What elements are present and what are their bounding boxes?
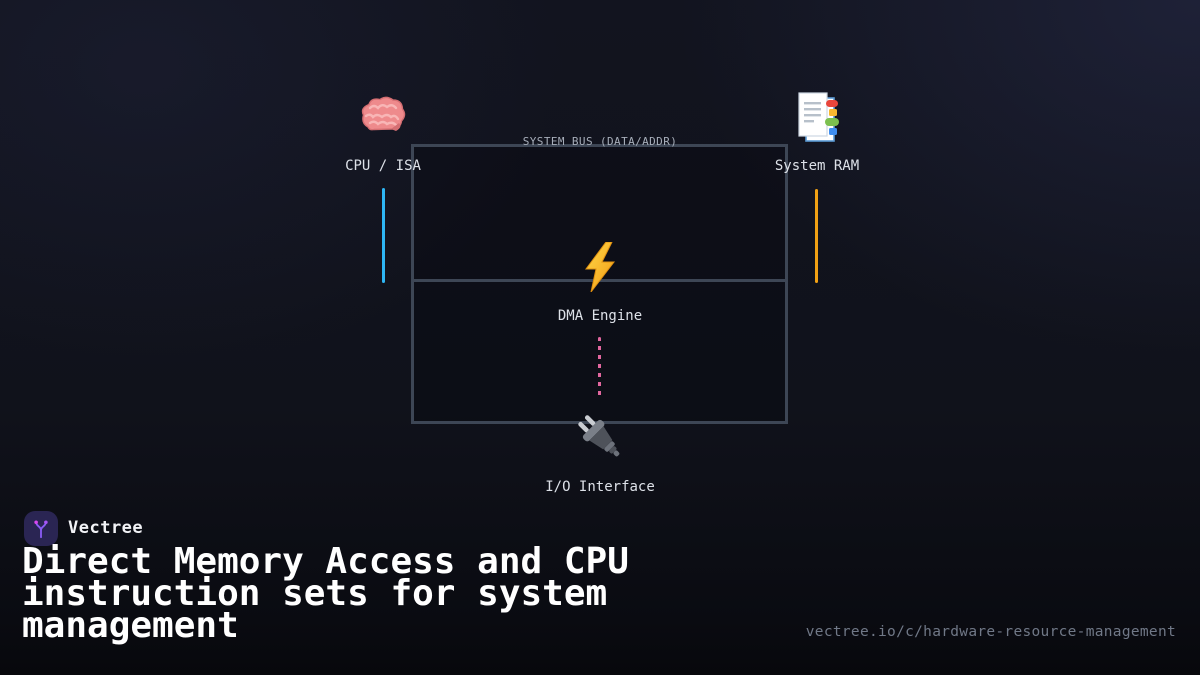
page-url: vectree.io/c/hardware-resource-managemen… (805, 624, 1176, 640)
cpu-node-label: CPU / ISA (345, 158, 421, 174)
vectree-branch-icon (34, 519, 48, 538)
system-bus-label: SYSTEM BUS (DATA/ADDR) (522, 135, 678, 148)
brain-icon (358, 94, 408, 144)
bookmark-tabs-icon (795, 91, 841, 149)
page-title: Direct Memory Access and CPU instruction… (22, 541, 629, 646)
io-node-label: I/O Interface (545, 479, 655, 495)
plug-icon (573, 410, 627, 468)
vectree-logo (24, 511, 58, 546)
ram-connector-line (815, 189, 818, 283)
dma-node-label: DMA Engine (557, 308, 643, 324)
ram-node-label: System RAM (774, 158, 860, 174)
lightning-icon (579, 241, 621, 296)
io-connector-line (598, 337, 601, 400)
brand-name: Vectree (68, 518, 144, 538)
cpu-connector-line (382, 188, 385, 283)
